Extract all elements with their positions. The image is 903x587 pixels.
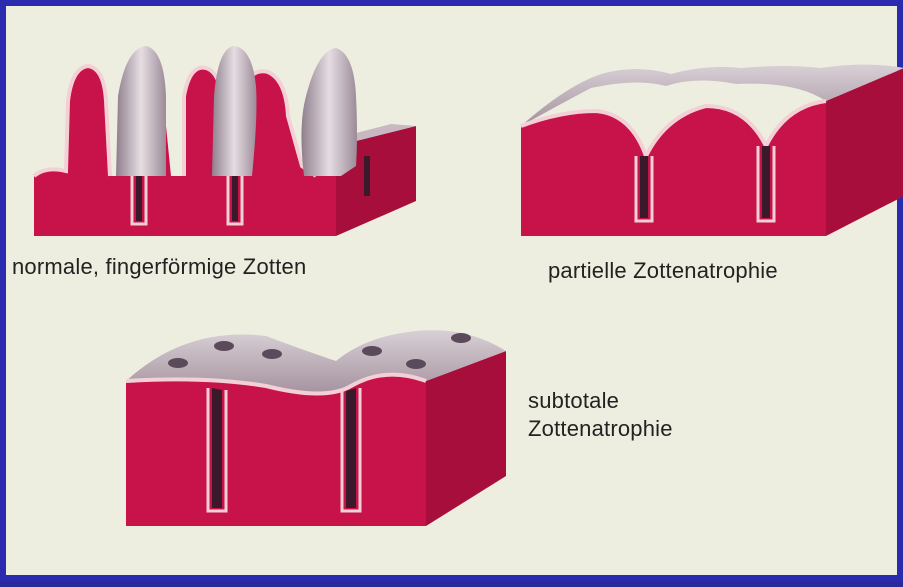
partial-atrophy-block bbox=[521, 65, 903, 237]
crypt-opening bbox=[406, 359, 426, 369]
villus-3 bbox=[301, 48, 357, 176]
caption-subtotal-line2: Zottenatrophie bbox=[528, 416, 673, 442]
caption-subtotal-line1: subtotale bbox=[528, 388, 619, 414]
caption-normal-villi: normale, fingerförmige Zotten bbox=[12, 254, 306, 280]
crypt-opening bbox=[214, 341, 234, 351]
villus-2 bbox=[212, 46, 257, 176]
villus-atrophy-illustration bbox=[6, 6, 903, 587]
crypt-opening bbox=[262, 349, 282, 359]
crypt-opening bbox=[362, 346, 382, 356]
subtotal-block-side bbox=[426, 351, 506, 526]
subtotal-atrophy-block bbox=[126, 330, 506, 526]
caption-partial-atrophy: partielle Zottenatrophie bbox=[548, 258, 778, 284]
villus-1 bbox=[116, 46, 166, 176]
crypt-opening bbox=[168, 358, 188, 368]
crypt-opening bbox=[451, 333, 471, 343]
subtotal-tissue-front bbox=[126, 375, 426, 526]
normal-villi-block bbox=[34, 46, 416, 236]
